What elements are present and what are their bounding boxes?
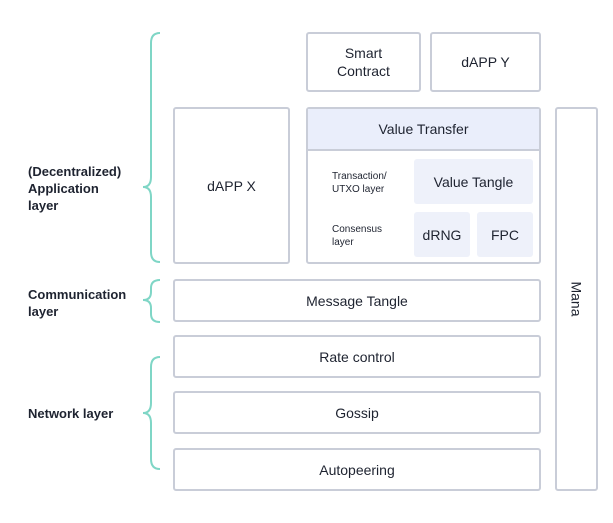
message-tangle-box: Message Tangle <box>173 279 541 322</box>
application-layer-brace <box>142 32 161 263</box>
dapp-x-box: dAPP X <box>173 107 290 264</box>
drng-box: dRNG <box>414 212 470 257</box>
rate-control-box: Rate control <box>173 335 541 378</box>
communication-layer-label: Communication layer <box>28 287 127 319</box>
mana-label: Mana <box>568 281 585 317</box>
network-layer-brace <box>142 356 161 470</box>
transaction-utxo-layer-label: Transaction/ UTXO layer <box>332 171 387 195</box>
application-layer-label: (Decentralized) Application layer <box>28 164 122 213</box>
network-layer-label: Network layer <box>28 406 114 421</box>
gossip-box: Gossip <box>173 391 541 434</box>
dapp-y-box: dAPP Y <box>430 32 541 92</box>
value-transfer-header: Value Transfer <box>308 109 539 151</box>
value-transfer-container: Value Transfer Transaction/ UTXO layer V… <box>306 107 541 264</box>
mana-box: Mana <box>555 107 598 491</box>
smart-contract-box: Smart Contract <box>306 32 421 92</box>
consensus-layer-label: Consensus layer <box>332 224 383 248</box>
autopeering-box: Autopeering <box>173 448 541 491</box>
fpc-box: FPC <box>477 212 533 257</box>
communication-layer-brace <box>142 279 161 323</box>
value-tangle-box: Value Tangle <box>414 159 533 204</box>
